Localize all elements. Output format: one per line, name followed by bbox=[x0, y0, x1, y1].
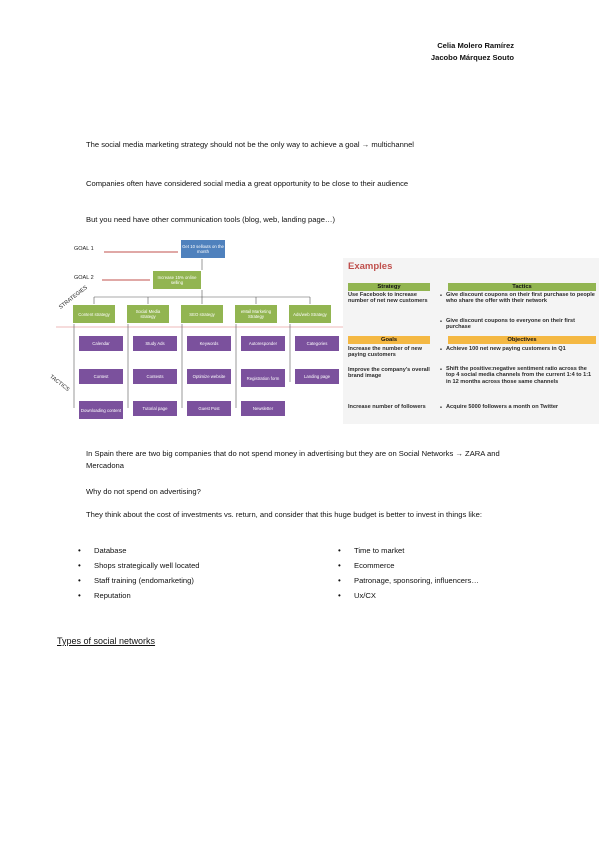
paragraph-other-tools: But you need have other communication to… bbox=[86, 215, 336, 224]
list-item: Ecommerce bbox=[338, 560, 479, 575]
goal2-box: Increase 15% online selling bbox=[152, 270, 202, 290]
strategy-social-media: Social Media strategy bbox=[126, 304, 170, 324]
paragraph-multichannel: The social media marketing strategy shou… bbox=[86, 140, 414, 149]
tactic-guest-post: Guest Post bbox=[186, 400, 232, 417]
tactic-autoresponder: Autoresponder bbox=[240, 335, 286, 352]
header-tactics: Tactics bbox=[448, 283, 596, 291]
tactic-downloading-content: Downloading content bbox=[78, 400, 124, 420]
tactic-registration-form: Registration form bbox=[240, 368, 286, 388]
author-2: Jacobo Márquez Souto bbox=[430, 53, 514, 62]
tactic-bullet-dot: • bbox=[440, 293, 442, 299]
diagram-lines bbox=[56, 251, 344, 408]
authors-block: Celia Molero Ramírez Jacobo Márquez Sout… bbox=[431, 40, 514, 64]
tactic-bullet-dot: • bbox=[440, 319, 442, 325]
examples-title: Examples bbox=[348, 261, 393, 272]
paragraph-spain: In Spain there are two big companies tha… bbox=[86, 449, 500, 470]
list-item: Shops strategically well located bbox=[78, 560, 200, 575]
list-item: Database bbox=[78, 545, 200, 560]
tactic-study-ads: Study Ads bbox=[132, 335, 178, 352]
paragraph-invest: They think about the cost of investments… bbox=[86, 510, 482, 519]
goal1-label: GOAL 1 bbox=[74, 246, 94, 252]
tactic-bullet-2: Give discount coupons to everyone on the… bbox=[446, 318, 575, 331]
objective-bullet-dot: • bbox=[440, 347, 442, 353]
goal1-box: Get 10 sellouts on the month bbox=[180, 239, 226, 259]
list-item: Reputation bbox=[78, 590, 200, 605]
list-item: Time to market bbox=[338, 545, 479, 560]
goal2-label: GOAL 2 bbox=[74, 275, 94, 281]
tactic-landing-page: Landing page bbox=[294, 368, 340, 385]
list-item: Staff training (endomarketing) bbox=[78, 575, 200, 590]
examples-table: Examples Strategy Tactics Use Facebook t… bbox=[343, 258, 599, 424]
section-title: Types of social networks bbox=[57, 636, 156, 646]
strategy-content: Content strategy bbox=[72, 304, 116, 324]
strategy-seo: SEO strategy bbox=[180, 304, 224, 324]
author-1: Celia Molero Ramírez bbox=[437, 41, 514, 50]
tactic-tutorial-page: Tutorial page bbox=[132, 400, 178, 417]
strategy-ads-web: Ads/web Strategy bbox=[288, 304, 332, 324]
strategy-text: Use Facebook to increase number of net n… bbox=[348, 292, 428, 305]
header-objectives: Objectives bbox=[448, 336, 596, 344]
goal-1: Increase the number of new paying custom… bbox=[348, 346, 422, 359]
objective-bullet-dot: • bbox=[440, 367, 442, 373]
goal-2: Improve the company's overall brand imag… bbox=[348, 367, 430, 380]
tactic-newsletter: Newsletter bbox=[240, 400, 286, 417]
tactic-contest: Contest bbox=[78, 368, 124, 385]
list-left: Database Shops strategically well locate… bbox=[78, 545, 200, 605]
list-item: Ux/CX bbox=[338, 590, 479, 605]
objective-3: Acquire 5000 followers a month on Twitte… bbox=[446, 404, 559, 410]
tactic-categories: Categories bbox=[294, 335, 340, 352]
paragraph-audience: Companies often have considered social m… bbox=[86, 179, 409, 188]
header-goals: Goals bbox=[348, 336, 430, 344]
tactic-bullet-1: Give discount coupons on their first pur… bbox=[446, 292, 595, 305]
paragraph-why: Why do not spend on advertising? bbox=[86, 487, 201, 496]
header-strategy: Strategy bbox=[348, 283, 430, 291]
tactic-optimize-website: Optimize website bbox=[186, 368, 232, 385]
list-right: Time to market Ecommerce Patronage, spon… bbox=[338, 545, 479, 605]
tactic-contests: Contests bbox=[132, 368, 178, 385]
objective-2: Shift the positive:negative sentiment ra… bbox=[446, 366, 592, 385]
strategy-email: eMail Marketing Strategy bbox=[234, 304, 278, 324]
strategy-diagram: GOAL 1 GOAL 2 STRATEGIES TACTICS Get 10 … bbox=[48, 236, 344, 426]
goal-3: Increase number of followers bbox=[348, 404, 426, 410]
tactic-calendar: Calendar bbox=[78, 335, 124, 352]
objective-1: Achieve 100 net new paying customers in … bbox=[446, 346, 566, 352]
list-item: Patronage, sponsoring, influencers… bbox=[338, 575, 479, 590]
objective-bullet-dot: • bbox=[440, 405, 442, 411]
tactic-keywords: Keywords bbox=[186, 335, 232, 352]
